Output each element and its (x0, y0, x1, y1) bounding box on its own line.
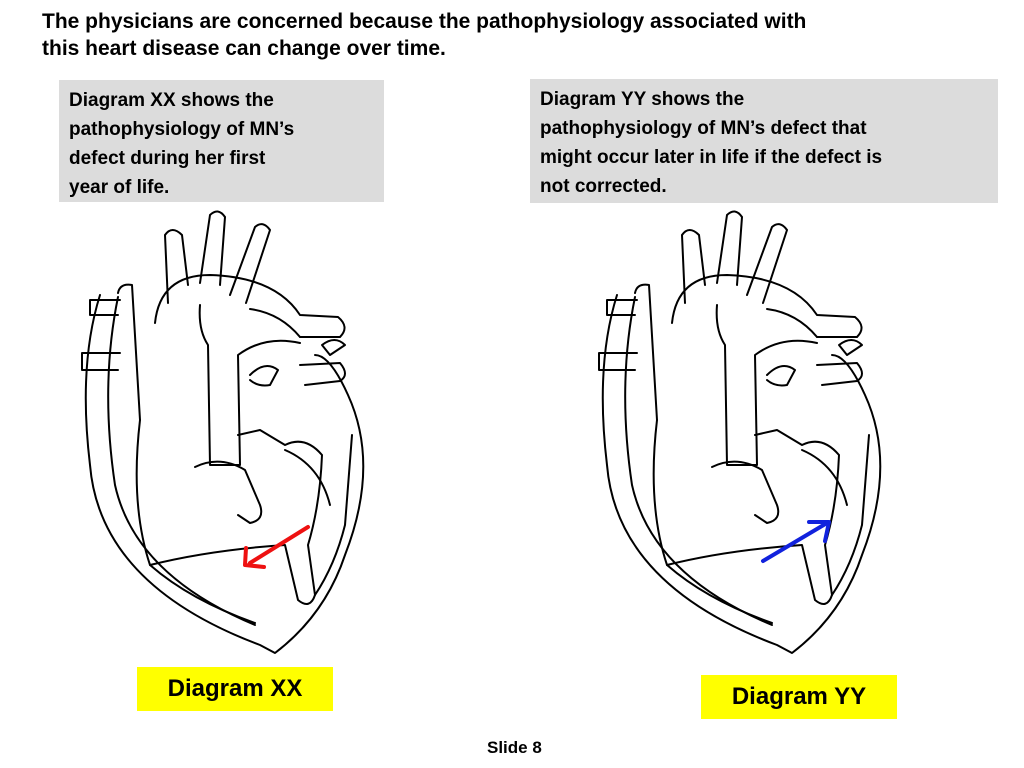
heart-diagram-xx (81, 210, 365, 654)
diagram-xx-label: Diagram XX (137, 667, 333, 711)
diagram-yy-arrow (761, 520, 831, 563)
slide-title-line-2: this heart disease can change over time. (42, 37, 446, 60)
diagram-xx-arrow (243, 525, 310, 569)
diagram-xx-description-line: defect during her first (69, 148, 266, 169)
diagram-yy-description-line: might occur later in life if the defect … (540, 147, 883, 168)
slide-title-line-1: The physicians are concerned because the… (42, 10, 807, 33)
diagram-yy-description-line: not corrected. (540, 176, 667, 197)
diagram-yy-description-box: Diagram YY shows the pathophysiology of … (530, 79, 998, 203)
heart-outline (598, 210, 882, 654)
diagram-yy-description-line: Diagram YY shows the (540, 89, 745, 110)
heart-outline (81, 210, 365, 654)
heart-diagram-yy (598, 210, 882, 654)
slide-number: Slide 8 (487, 738, 542, 757)
diagram-yy-description-line: pathophysiology of MN’s defect that (540, 118, 867, 139)
diagram-xx-description-line: pathophysiology of MN’s (69, 119, 295, 140)
slide-title: The physicians are concerned because the… (42, 8, 1002, 62)
diagram-xx-description-line: Diagram XX shows the (69, 90, 274, 111)
diagram-xx-description-line: year of life. (69, 177, 170, 198)
diagram-yy-label: Diagram YY (701, 675, 897, 719)
diagram-xx-description-box: Diagram XX shows the pathophysiology of … (59, 80, 384, 202)
